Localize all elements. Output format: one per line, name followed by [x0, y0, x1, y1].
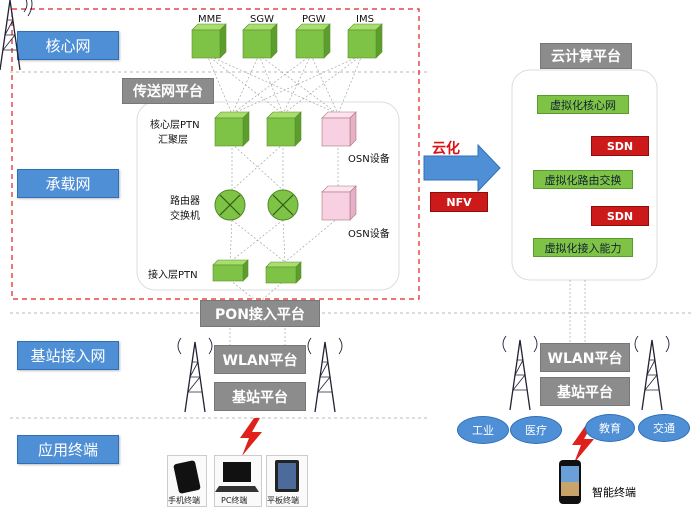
router-label: 路由器: [170, 196, 200, 207]
access-ptn-label: 接入层PTN: [148, 270, 198, 281]
wlan-platform-left: WLAN平台: [214, 345, 306, 374]
core-node-label-mme: MME: [198, 14, 222, 25]
app-medical: 医疗: [510, 416, 562, 444]
osn-label-1: OSN设备: [348, 154, 390, 165]
wlan-platform-right: WLAN平台: [540, 343, 630, 372]
aggregation-label: 汇聚层: [158, 135, 188, 146]
core-node-label-sgw: SGW: [250, 14, 274, 25]
phone-device: 手机终端: [167, 455, 207, 507]
layer-access: 基站接入网: [17, 341, 119, 370]
pc-label: PC终端: [221, 496, 248, 505]
osn-label-2: OSN设备: [348, 229, 390, 240]
layer-terminal: 应用终端: [17, 435, 119, 464]
layer-core: 核心网: [17, 31, 119, 60]
sdn-badge-1: SDN: [591, 136, 649, 156]
pc-device: PC终端: [214, 455, 262, 507]
app-transport: 交通: [638, 414, 690, 442]
cell-tower-icon-right-2: [634, 335, 670, 411]
lightning-icon-left: [240, 418, 262, 456]
pon-platform: PON接入平台: [200, 300, 320, 327]
app-industry: 工业: [457, 416, 509, 444]
laptop-icon: [215, 462, 259, 492]
smart-terminal-label: 智能终端: [592, 486, 636, 499]
smart-phone-icon: [559, 460, 581, 504]
core-node-label-pgw: PGW: [302, 14, 326, 25]
transport-platform: 传送网平台: [122, 78, 214, 104]
cell-tower-icon-right-1: [502, 335, 538, 411]
base-platform-left: 基站平台: [214, 382, 306, 411]
virtual-routing-switching: 虚拟化路由交换: [533, 170, 633, 189]
virtual-core-network: 虚拟化核心网: [537, 95, 629, 114]
sdn-badge-2: SDN: [591, 206, 649, 226]
tablet-icon: [275, 460, 299, 492]
app-education: 教育: [585, 414, 635, 442]
tablet-label: 平板终端: [267, 496, 299, 505]
core-ptn-label: 核心层PTN: [150, 120, 200, 131]
cell-tower-icon-left-2: [307, 337, 343, 413]
core-node-label-ims: IMS: [356, 14, 374, 25]
nfv-badge: NFV: [430, 192, 488, 212]
virtual-access-capability: 虚拟化接入能力: [533, 238, 633, 257]
cell-tower-icon-left-1: [177, 337, 213, 413]
cloud-label: 云化: [432, 141, 460, 157]
base-platform-right: 基站平台: [540, 377, 630, 406]
lightning-icon-right: [572, 425, 594, 463]
phone-icon: [173, 460, 201, 494]
phone-label: 手机终端: [168, 496, 200, 505]
tablet-device: 平板终端: [266, 455, 308, 507]
cloud-platform: 云计算平台: [540, 43, 632, 69]
switch-label: 交换机: [170, 211, 200, 222]
layer-bearer: 承载网: [17, 169, 119, 198]
